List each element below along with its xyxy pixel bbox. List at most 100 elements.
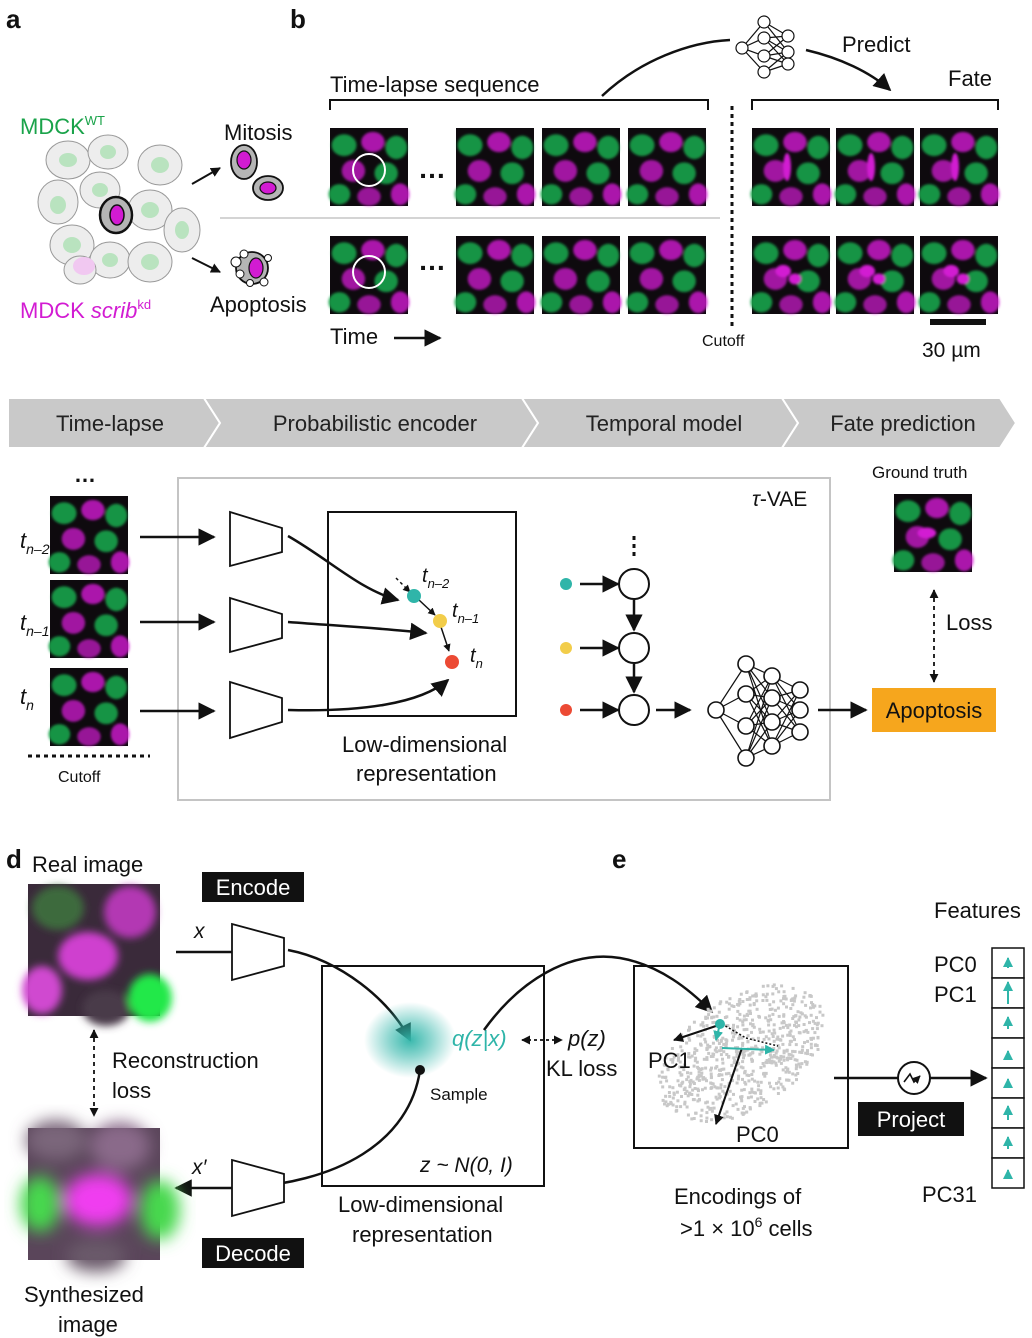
feature-column (991, 947, 1025, 1189)
feature-label-pc0: PC0 (934, 952, 977, 977)
panel-d: Real image Encode x Sample q(z|x) p(z) K… (20, 852, 617, 1337)
mitosis-frame-5 (834, 128, 916, 206)
prediction-box (872, 688, 996, 732)
synthesized-image (20, 1120, 180, 1272)
stage-label-2: Temporal model (586, 411, 743, 436)
tau-vae-box (177, 477, 831, 801)
panel-letter-d: d (6, 844, 22, 874)
sample-label: Sample (430, 1085, 488, 1104)
input-frame-0 (48, 496, 130, 574)
panel-letter-a: a (6, 4, 21, 34)
temporal-model (560, 536, 692, 726)
encoder-icon (231, 922, 285, 982)
latent-point-t-n-1 (433, 614, 447, 628)
svg-text:tn–2: tn–2 (422, 565, 450, 591)
mdck-wt-label: MDCKWT (20, 113, 105, 139)
pc1-axis-label: PC1 (648, 1048, 691, 1073)
recon-loss-label-2: loss (112, 1078, 151, 1103)
predict-label: Predict (842, 32, 910, 57)
panel-letter-b: b (290, 4, 306, 34)
feature-label-pc1: PC1 (934, 982, 977, 1007)
mitosis-frames (328, 128, 1000, 206)
projection-icon (897, 1061, 931, 1095)
cell-cluster (37, 134, 201, 285)
ground-truth-image (892, 494, 974, 572)
features-label: Features (934, 898, 1021, 923)
apoptosis-label: Apoptosis (210, 292, 307, 317)
pc0-axis-label: PC0 (736, 1122, 779, 1147)
pipeline-stages: Time-lapse Probabilistic encoder Temporal … (7, 397, 1018, 449)
input-frame-1 (48, 580, 130, 658)
input-frame-2 (48, 668, 130, 746)
latent-point-t-n-2 (407, 589, 421, 603)
mitosis-frame-6 (918, 128, 1000, 206)
tau-vae-label: τ-VAE (752, 488, 807, 511)
apoptosis-frame-5 (834, 236, 916, 315)
low-dim-label-d-1: Low-dimensional (338, 1192, 503, 1217)
t-n-2-label: tn–2 (20, 528, 50, 557)
t-n-1-label: tn–1 (20, 610, 49, 639)
encode-badge (202, 872, 304, 902)
loss-label-c: Loss (946, 610, 992, 635)
panel-letter-e: e (612, 844, 626, 874)
kl-loss-label: KL loss (546, 1056, 617, 1081)
mitosis-frame-3 (626, 128, 708, 206)
mitosis-frame-2 (540, 128, 622, 206)
panel-a: MDCKWT MDCK scribk (20, 113, 720, 323)
posterior-label: q(z|x) (452, 1026, 507, 1051)
synth-label-1: Synthesized (24, 1282, 144, 1307)
prior-label: p(z) (567, 1026, 606, 1051)
mitosis-icon (230, 144, 284, 201)
project-label: Project (877, 1107, 945, 1132)
synth-label-2: image (58, 1312, 118, 1337)
project-badge (858, 1102, 964, 1136)
time-label: Time (330, 324, 378, 349)
cutoff-label-b: Cutoff (702, 333, 745, 350)
tracked-cell-marker-mitosis (352, 153, 386, 187)
apoptosis-frame-0 (328, 236, 410, 315)
low-dim-label-c-2: representation (356, 761, 497, 786)
recon-loss-label-1: Reconstruction (112, 1048, 259, 1073)
stage-label-3: Fate prediction (830, 411, 976, 436)
apoptosis-frame-3 (626, 236, 708, 315)
ellipsis-c: … (74, 462, 96, 487)
ellipsis-top: … (418, 153, 446, 184)
x-label: x (193, 920, 206, 943)
svg-text:tn–1: tn–1 (452, 600, 479, 626)
tracked-cell-marker-apoptosis (352, 255, 386, 289)
fate-label: Fate (948, 66, 992, 91)
stage-label-0: Time-lapse (56, 411, 164, 436)
mitosis-label: Mitosis (224, 120, 292, 145)
low-dim-label-d-2: representation (352, 1222, 493, 1247)
mitosis-frame-0 (328, 128, 410, 206)
real-image-label: Real image (32, 852, 143, 877)
input-frames (48, 496, 130, 746)
prediction-label: Apoptosis (886, 698, 983, 723)
encode-label: Encode (216, 875, 291, 900)
encodings-label-2: >1 × 106 cells (680, 1214, 813, 1241)
low-dim-label-c-1: Low-dimensional (342, 732, 507, 757)
ground-truth-frame (892, 494, 974, 572)
mitosis-frame-4 (750, 128, 832, 206)
posterior-cloud (364, 1002, 456, 1078)
svg-text:tn: tn (470, 645, 483, 671)
encoder-icons (229, 510, 283, 740)
apoptosis-frame-2 (540, 236, 622, 315)
decode-label: Decode (215, 1241, 291, 1266)
t-n-label: tn (20, 684, 34, 713)
real-image (22, 884, 172, 1026)
prior-distribution-label: z ~ N(0, I) (419, 1154, 513, 1177)
panel-c: Time-lapse Probabilistic encoder Temporal … (7, 397, 1018, 801)
stage-arrow-3 (780, 397, 1018, 449)
apoptosis-frame-6 (918, 236, 1000, 315)
cutoff-label-c: Cutoff (58, 769, 101, 786)
scale-bar-label: 30 µm (922, 339, 981, 362)
apoptosis-frame-1 (454, 236, 536, 315)
stage-label-1: Probabilistic encoder (273, 411, 477, 436)
mdck-scrib-kd-label: MDCK scribkd (20, 297, 151, 323)
apoptosis-frames (328, 236, 1000, 315)
panel-e: PC1 PC0 Encodings of >1 × 106 cells Proj… (482, 898, 1025, 1241)
time-lapse-sequence-label: Time-lapse sequence (330, 72, 540, 97)
mitosis-frame-1 (454, 128, 536, 206)
